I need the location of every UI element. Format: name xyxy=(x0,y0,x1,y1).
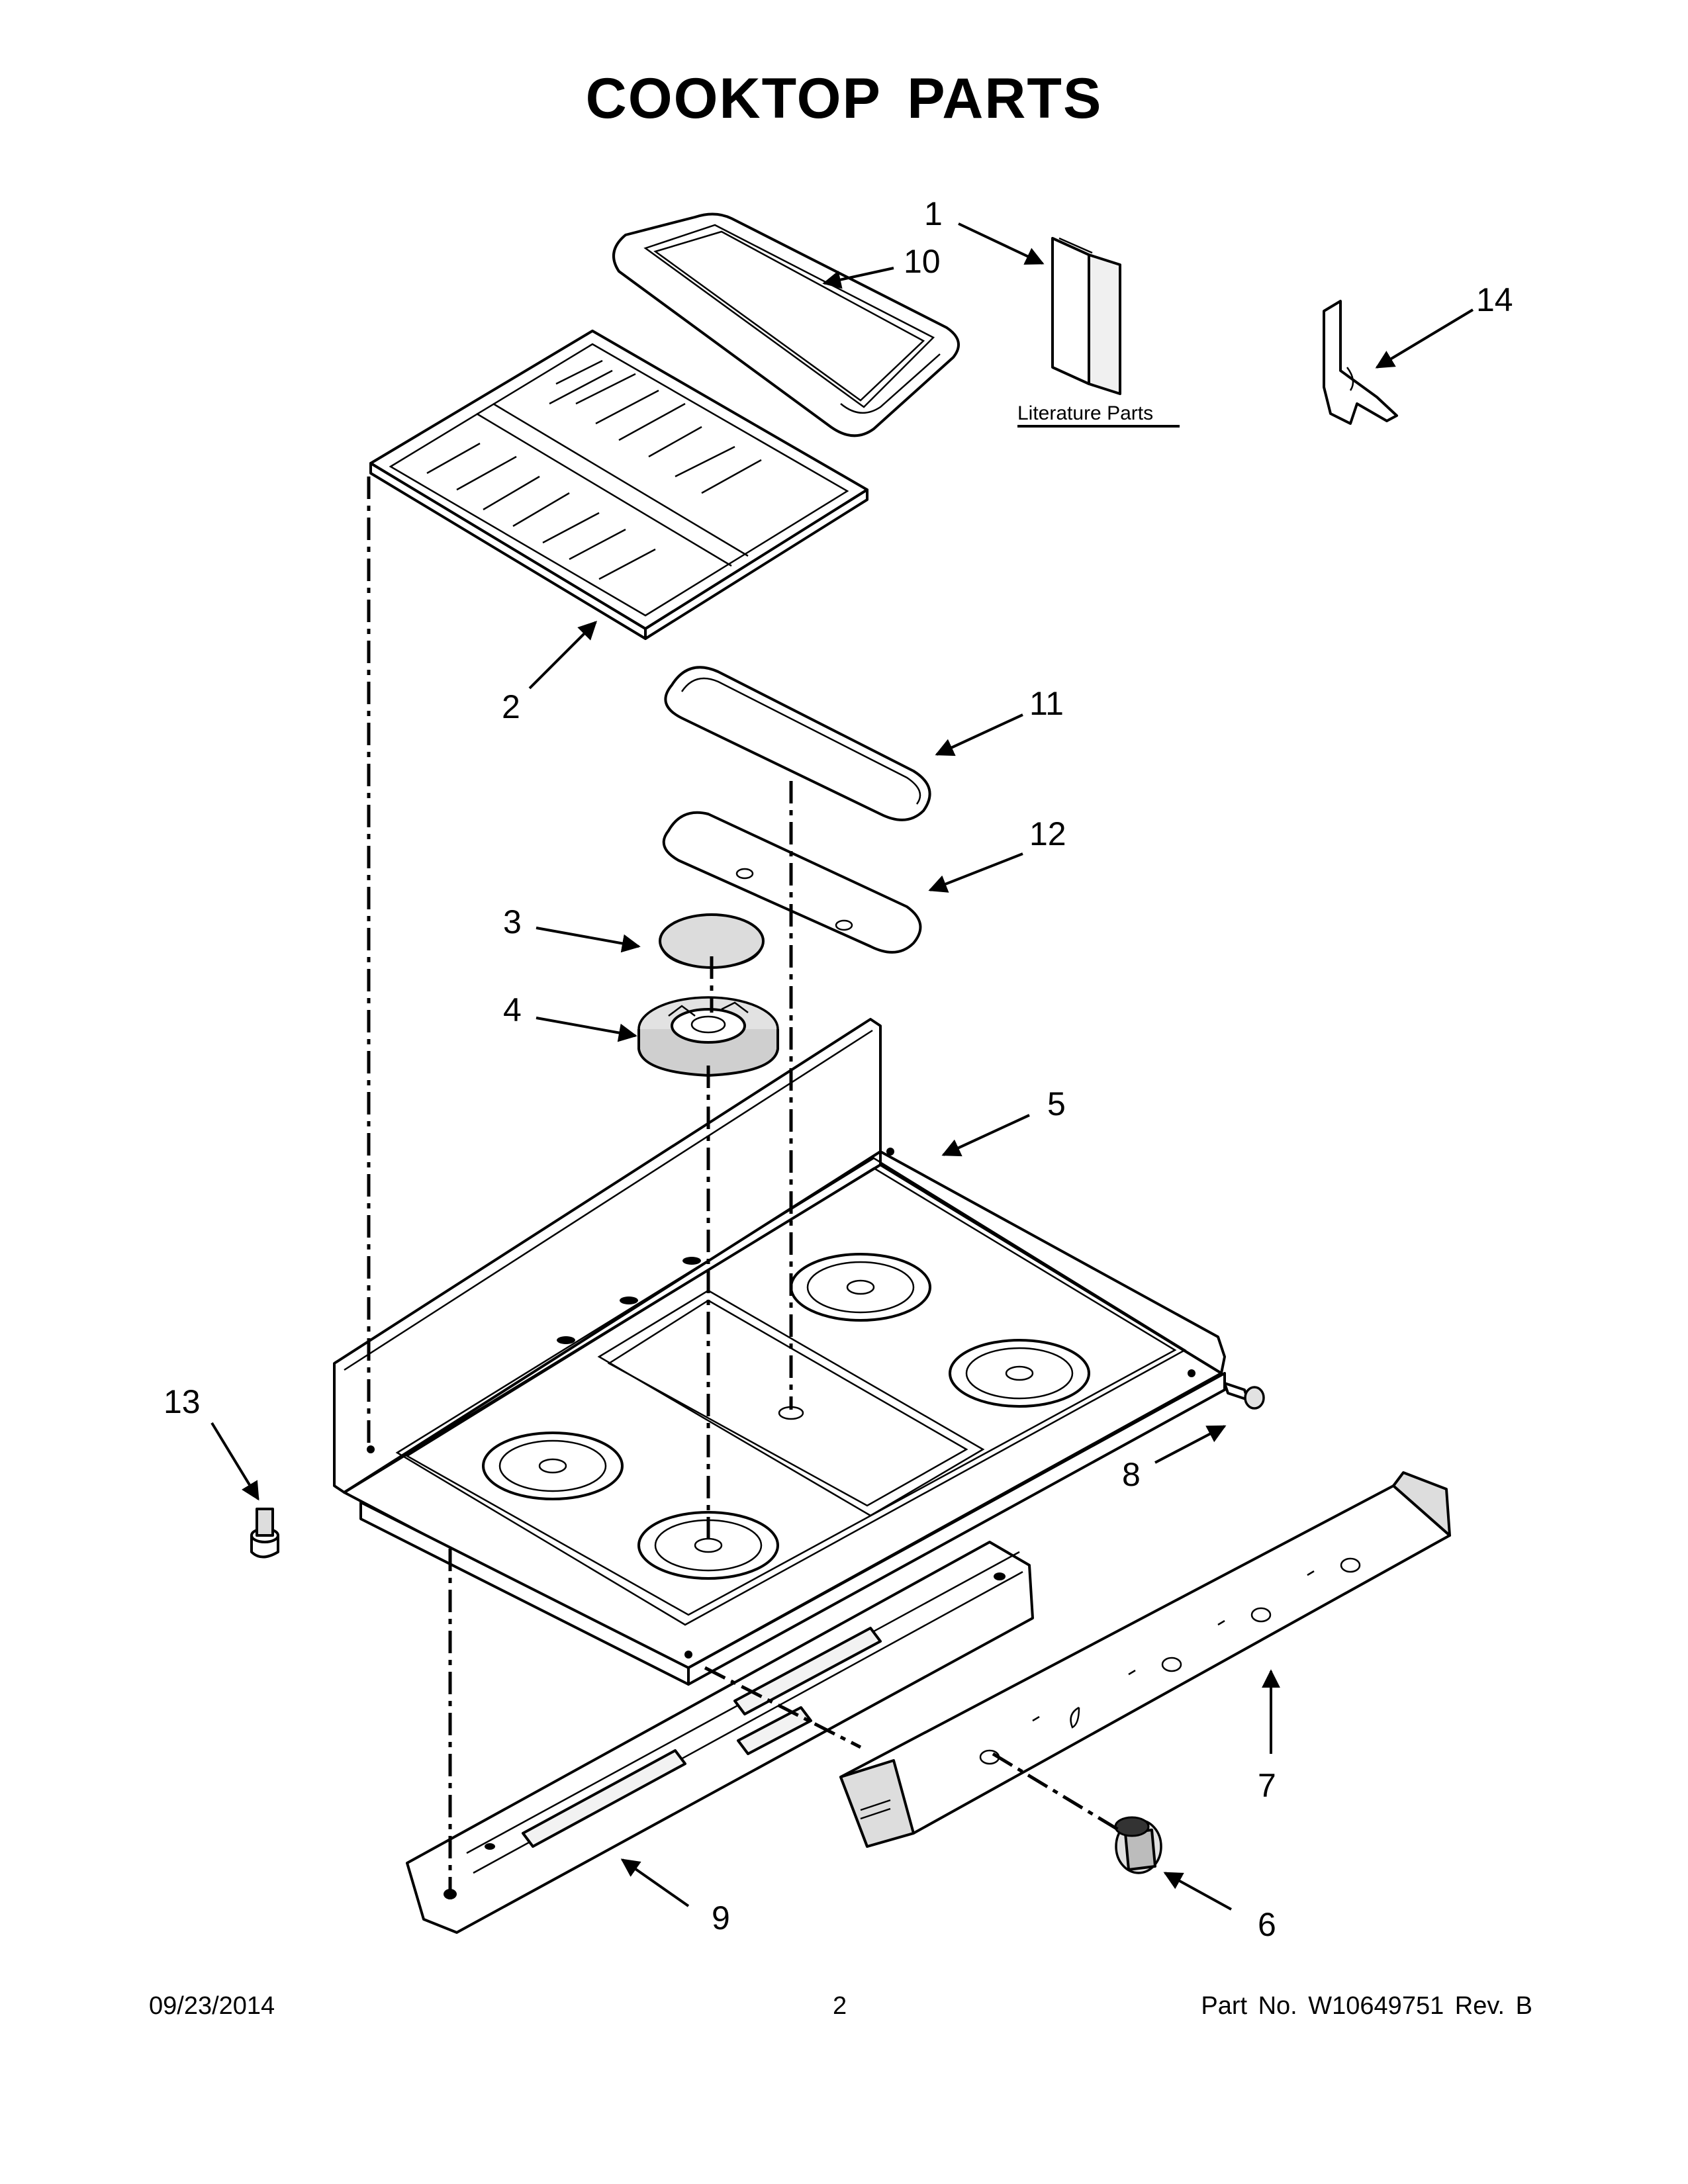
manifold-panel-part-9 xyxy=(406,1541,1034,1934)
griddle-part-10 xyxy=(612,212,960,437)
screw-part-8 xyxy=(1223,1382,1265,1410)
callout-1: 1 xyxy=(924,195,943,232)
callout-9: 9 xyxy=(712,1899,730,1936)
callout-6: 6 xyxy=(1258,1906,1276,1943)
griddle-cover-part-11 xyxy=(664,666,931,821)
literature-book-part-1 xyxy=(1051,237,1121,395)
anti-tip-bracket-part-14 xyxy=(1323,300,1398,425)
control-knob-part-6 xyxy=(1114,1816,1162,1874)
cooktop-main-top-part-5 xyxy=(333,1018,1226,1686)
callout-7: 7 xyxy=(1258,1767,1276,1804)
footer-date: 09/23/2014 xyxy=(149,1992,275,2020)
callout-5: 5 xyxy=(1047,1085,1066,1122)
callout-leaders xyxy=(211,222,1474,1911)
callout-13: 13 xyxy=(164,1383,201,1420)
knob-insert-part-13 xyxy=(250,1508,279,1559)
footer-part-number: Part No. W10649751 Rev. B xyxy=(1201,1992,1532,2020)
callout-11: 11 xyxy=(1029,685,1064,722)
page-title: COOKTOP PARTS xyxy=(585,67,1103,130)
callout-4: 4 xyxy=(503,991,522,1028)
footer-page-number: 2 xyxy=(833,1992,847,2020)
control-panel-part-7 xyxy=(839,1471,1451,1848)
callout-12: 12 xyxy=(1029,815,1066,852)
callout-10: 10 xyxy=(904,243,941,280)
literature-parts-label: Literature Parts xyxy=(1017,402,1153,424)
callout-14: 14 xyxy=(1476,281,1513,318)
burner-base-part-4 xyxy=(637,996,779,1077)
callout-2: 2 xyxy=(502,688,520,725)
burner-grate-part-2 xyxy=(369,330,868,640)
callout-3: 3 xyxy=(503,903,522,940)
callout-8: 8 xyxy=(1122,1456,1141,1493)
